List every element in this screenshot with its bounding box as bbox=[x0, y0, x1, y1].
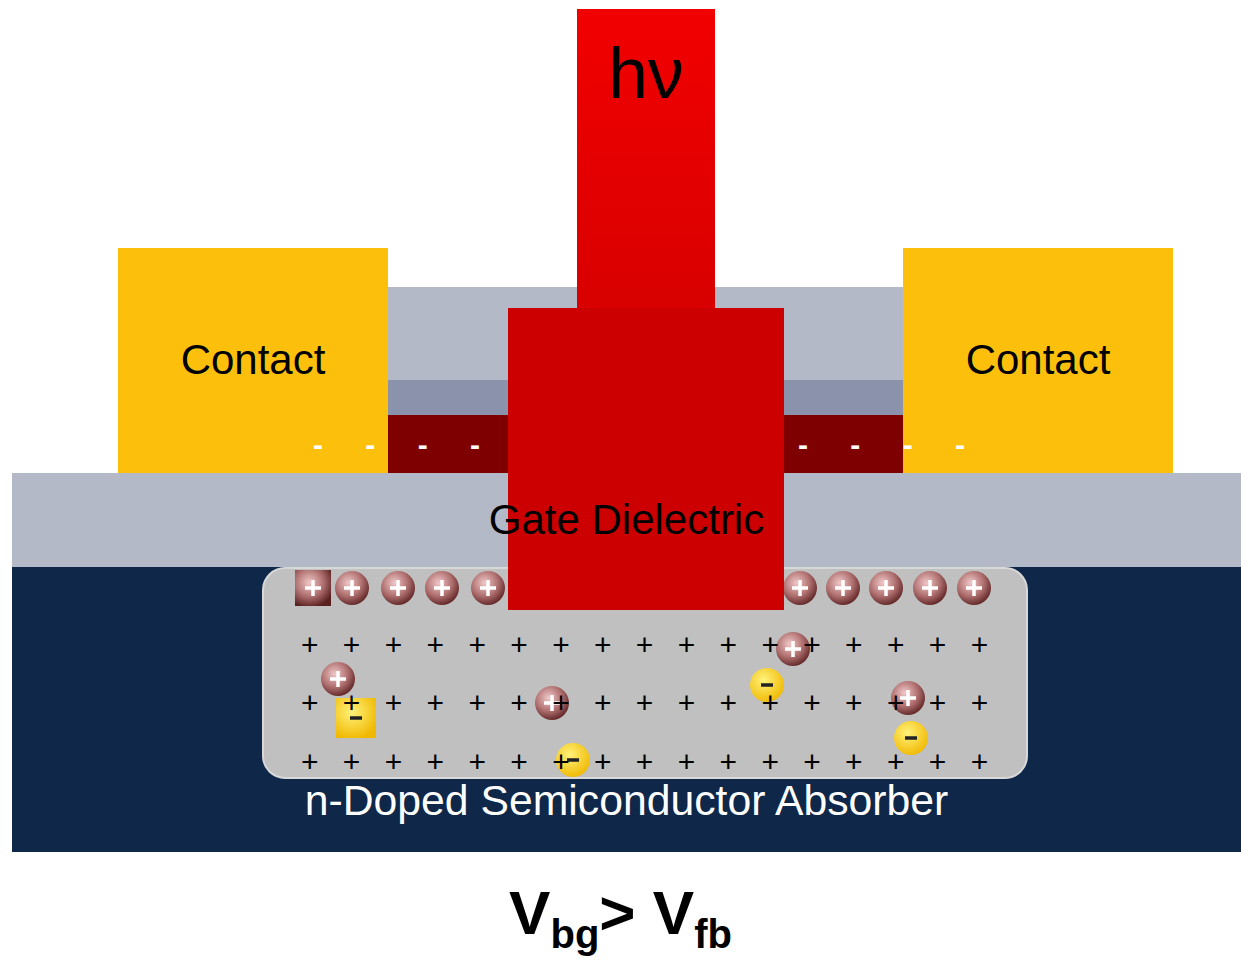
symbol-text: V bbox=[509, 878, 550, 947]
gate-dielectric-layer: Gate Dielectric bbox=[12, 473, 1241, 567]
fixed-charge-row: + + + + + + + + + + + + + + + + + bbox=[301, 688, 988, 718]
subscript: bg bbox=[550, 912, 599, 956]
subscript: fb bbox=[694, 912, 732, 956]
layer-label: Gate Dielectric bbox=[489, 497, 764, 543]
layer-label: n-Doped Semiconductor Absorber bbox=[12, 775, 1241, 825]
graphene-channel: - - - - bbox=[784, 415, 1002, 473]
fixed-charge-row: + + + + + + + + + + + + + + + + + bbox=[301, 630, 988, 660]
hole-symbol bbox=[869, 571, 903, 605]
graphene-channel: - - - - bbox=[288, 415, 508, 473]
depletion-region: + + + + + + + + + + + + + + + + + + + + +… bbox=[263, 568, 1027, 778]
hole-symbol bbox=[425, 571, 459, 605]
hole-symbol bbox=[783, 571, 817, 605]
charge-signs: - - - - bbox=[798, 428, 965, 461]
bias-condition: Vbg> Vfb bbox=[0, 878, 1241, 965]
layer-label: Contact bbox=[181, 337, 326, 383]
charge-signs: - - - - bbox=[313, 428, 480, 461]
fixed-charge-row: + + + + + + + + + + + + + + + + + bbox=[301, 747, 988, 777]
layer-label: Contact bbox=[966, 337, 1111, 383]
hole-symbol bbox=[826, 571, 860, 605]
semiconductor-absorber: n-Doped Semiconductor Absorber+ + + + + … bbox=[12, 567, 1241, 852]
layer-label: hν bbox=[608, 34, 684, 113]
hole-symbol bbox=[335, 571, 369, 605]
symbol-text: > V bbox=[599, 878, 694, 947]
hole-symbol bbox=[381, 571, 415, 605]
hole-symbol bbox=[913, 571, 947, 605]
hole-symbol bbox=[471, 571, 505, 605]
light-beam-label: hν bbox=[577, 9, 715, 139]
hole-symbol bbox=[957, 571, 991, 605]
hole-symbol bbox=[295, 570, 331, 606]
